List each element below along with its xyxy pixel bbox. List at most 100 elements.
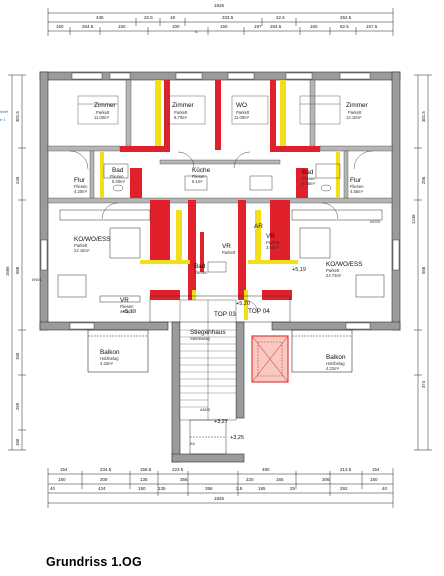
room-balkon-2-area: 4.22m² xyxy=(326,366,340,371)
room-flur-1-name: Flur xyxy=(74,177,86,184)
dim-top-2: 22.5 xyxy=(144,15,153,20)
dim-left-1: 301.5 xyxy=(15,111,20,122)
dim-bot-total: 1826 xyxy=(214,496,225,501)
dim-left-4: 150 xyxy=(15,352,20,360)
bedroom-furniture xyxy=(77,95,341,125)
room-bad-1-name: Bad xyxy=(112,167,124,174)
dim-bot-1: 154 xyxy=(60,467,68,472)
dim-left-6: 150 xyxy=(15,438,20,446)
room-vr-3-name: VR xyxy=(266,233,275,240)
interior-walls xyxy=(47,79,393,204)
room-flur-1-floor: Fliesen xyxy=(74,184,88,189)
bath-fixtures xyxy=(103,163,341,273)
entrance-area xyxy=(189,419,227,455)
room-vr-3-area: 3.55m² xyxy=(266,245,280,250)
room-bad-2-area: 5.65m² xyxy=(302,181,316,186)
dim-bot-r2-2: 309 xyxy=(100,477,108,482)
room-zimmer-3-name: Zimmer xyxy=(346,102,368,109)
wall-marker-a: A xyxy=(195,29,198,34)
dim-top-r2-2: 264.5 xyxy=(82,24,94,29)
dim-bot-r3-10: 40 xyxy=(382,486,388,491)
room-balkon-1-floor: Holzbelag xyxy=(100,356,119,361)
side-note-e1: e 1 xyxy=(0,117,6,122)
room-vr-2-floor: Parkett xyxy=(222,250,236,255)
dim-bot-r3-9: 292 xyxy=(340,486,348,491)
level-325: +3,25 xyxy=(230,435,244,441)
room-bad-3-floor: Fliesen xyxy=(194,270,208,275)
dim-bot-r2-8: 150 xyxy=(370,477,378,482)
dim-top-3: 18 xyxy=(170,15,176,20)
dim-top-4: 333.5 xyxy=(222,15,234,20)
dim-top-6: 262.5 xyxy=(340,15,352,20)
side-note-gmbh: mbH xyxy=(0,109,9,114)
dim-bot-r2-7: 306 xyxy=(322,477,330,482)
dim-right-2: 256 xyxy=(421,176,426,184)
dim-right-1: 301.5 xyxy=(421,111,426,122)
room-zimmer-3-area: 13.10m² xyxy=(346,115,362,120)
dim-bot-r2-4: 356 xyxy=(180,477,188,482)
dim-top-r2-5: 150 xyxy=(220,24,228,29)
dim-top-r2-8: 160 xyxy=(310,24,318,29)
kitchen-counters xyxy=(57,209,385,303)
dim-bot-4: 223.5 xyxy=(172,467,184,472)
room-zimmer-1-name: Zimmer xyxy=(94,102,116,109)
dim-top-r2-7: 264.5 xyxy=(270,24,282,29)
room-bad-1-area: 5.00m² xyxy=(112,179,126,184)
room-kueche-area: 6.1m² xyxy=(192,179,203,184)
room-zimmer-2-name: Zimmer xyxy=(172,102,194,109)
dim-left-3: 588 xyxy=(15,266,20,274)
dim-top-r2-9: 82.5 xyxy=(340,24,349,29)
dim-bot-5: 490 xyxy=(262,467,270,472)
room-kueche-name: Küche xyxy=(192,167,211,174)
dim-top-r2-4: 100 xyxy=(172,24,180,29)
room-kowoess-1-floor: Parkett xyxy=(74,243,88,248)
chimney-label: AN03 xyxy=(200,407,211,412)
room-balkon-2-floor: Holzbelag xyxy=(326,361,345,366)
room-balkon-1-name: Balkon xyxy=(100,349,120,356)
dim-bot-6: 213.5 xyxy=(340,467,352,472)
dim-bot-r3-7: 185 xyxy=(258,486,266,491)
dim-top-r2-6: 197 xyxy=(254,24,262,29)
dim-bot-r3-5: 358 xyxy=(205,486,213,491)
corridor xyxy=(149,295,291,323)
room-stiegenhaus-name: Stiegenhaus xyxy=(190,329,226,336)
dim-right-5: 374 xyxy=(421,380,426,388)
windows xyxy=(40,72,400,330)
level-520: +5,20 xyxy=(236,301,250,307)
dim-bot-r3-2: 424 xyxy=(98,486,106,491)
room-bad-2-name: Bad xyxy=(302,169,314,176)
level-327: +3,27 xyxy=(214,419,228,425)
room-zimmer-3-floor: Parkett xyxy=(348,110,362,115)
top-dimension-lines xyxy=(47,8,394,36)
dim-bot-r3-4: 135 xyxy=(158,486,166,491)
dim-right-3: 1246 xyxy=(411,214,416,224)
red-walls xyxy=(120,80,320,300)
dim-bot-r3-1: 40 xyxy=(50,486,56,491)
stair-treads xyxy=(180,329,236,408)
room-wo-name: WO xyxy=(236,102,248,109)
apartment-top-03: TOP 03 xyxy=(214,311,236,318)
room-flur-1-area: 4.20m² xyxy=(74,189,88,194)
room-vr-3-floor: Parkett xyxy=(266,240,280,245)
dim-top-total: 1826 xyxy=(214,3,225,8)
room-stiegenhaus-floor: Steinbelag xyxy=(190,336,210,341)
room-flur-2-floor: Fliesen xyxy=(350,184,364,189)
side-dimension-lines xyxy=(8,74,432,451)
level-519-right: +5,19 xyxy=(292,267,306,273)
dim-bot-r2-3: 135 xyxy=(140,477,148,482)
window-code-right: NGOI xyxy=(370,219,381,224)
room-kueche-floor: Fliesen xyxy=(192,174,206,179)
apartment-top-04: TOP 04 xyxy=(248,308,270,315)
room-kowoess-1-name: KO/WO/ESS xyxy=(74,236,111,243)
room-bad-1-floor: Fliesen xyxy=(110,174,124,179)
dim-bot-7: 154 xyxy=(372,467,380,472)
room-wo-area: 11.00m² xyxy=(234,115,250,120)
room-ar-name: AR xyxy=(254,223,263,230)
room-bad-2-floor: Fliesen xyxy=(302,176,316,181)
room-flur-2-area: 4.55m² xyxy=(350,189,364,194)
room-kowoess-1-area: 22.15m² xyxy=(74,248,90,253)
dim-top-r2-1: 160 xyxy=(56,24,64,29)
room-flur-2-name: Flur xyxy=(350,177,362,184)
